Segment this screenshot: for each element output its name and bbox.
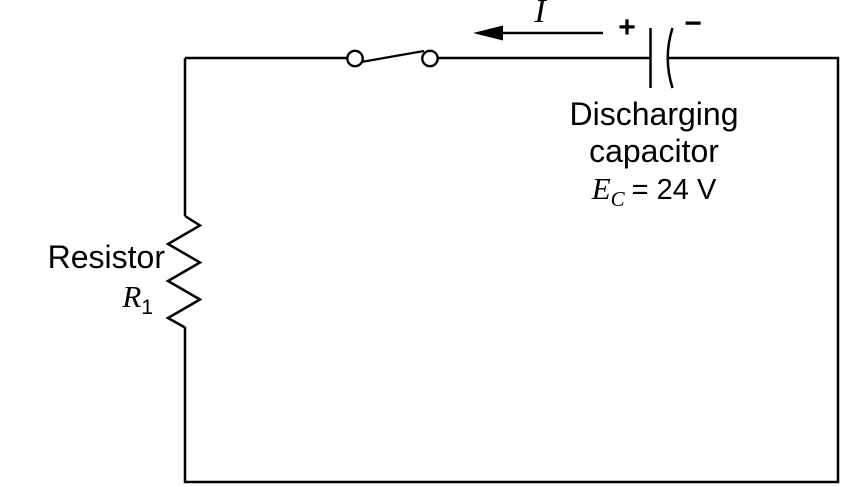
switch-terminal-left bbox=[346, 49, 364, 68]
capacitor-label: Discharging capacitor EC= 24 V bbox=[533, 96, 775, 218]
capacitor-label-line2: capacitor bbox=[589, 133, 719, 169]
resistor-symbol-subscript: 1 bbox=[141, 296, 153, 319]
capacitor-symbol bbox=[649, 27, 674, 89]
resistor-symbol bbox=[165, 214, 203, 329]
switch-symbol bbox=[346, 49, 439, 68]
resistor-label: Resistor R1 bbox=[20, 238, 165, 327]
circuit-loop-wire bbox=[183, 56, 840, 484]
capacitor-emf-line: EC= 24 V bbox=[533, 170, 775, 218]
switch-blade bbox=[360, 49, 425, 64]
resistor-symbol-line: R1 bbox=[20, 277, 165, 327]
resistor-label-line1: Resistor bbox=[47, 239, 165, 275]
polarity-minus-sign: − bbox=[684, 7, 702, 40]
current-arrow-head bbox=[473, 25, 503, 41]
resistor-zigzag bbox=[165, 214, 203, 329]
capacitor-plate-negative bbox=[666, 27, 674, 89]
emf-symbol: E bbox=[591, 171, 611, 206]
switch-terminal-right bbox=[421, 49, 439, 68]
emf-value: = 24 V bbox=[631, 174, 717, 206]
polarity-plus-sign: + bbox=[618, 11, 636, 44]
capacitor-label-line1: Discharging bbox=[569, 96, 739, 132]
current-arrow bbox=[473, 25, 603, 41]
emf-subscript: C bbox=[610, 187, 625, 211]
current-label: I bbox=[534, 0, 546, 30]
resistor-symbol-letter: R bbox=[122, 279, 142, 314]
